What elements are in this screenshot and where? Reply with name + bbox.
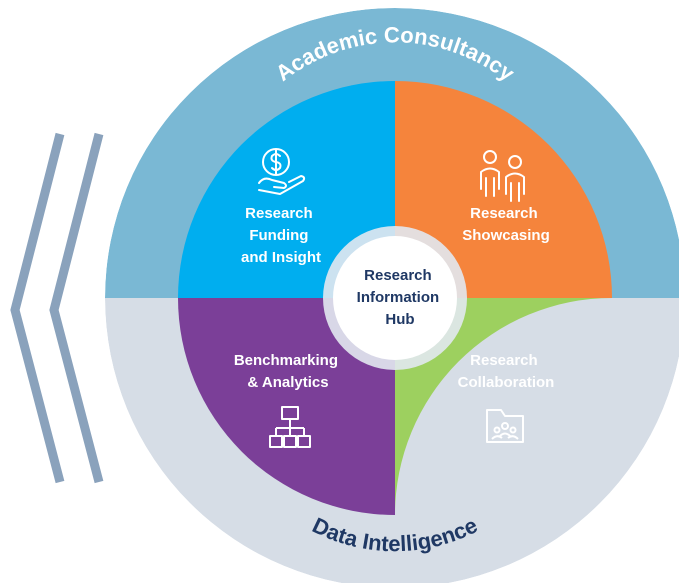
funding-label: Research Funding and Insight bbox=[241, 205, 321, 266]
folder-team-icon bbox=[486, 409, 524, 443]
hub-circle[interactable] bbox=[333, 236, 457, 360]
quadrant-research-collaboration[interactable] bbox=[395, 298, 612, 515]
chevron-left-icon bbox=[10, 132, 104, 484]
hub-title: Research Information Hub bbox=[357, 267, 444, 328]
benchmarking-label: Benchmarking & Analytics bbox=[234, 352, 342, 391]
showcasing-label: Research Showcasing bbox=[462, 205, 550, 244]
people-icon bbox=[480, 150, 525, 202]
money-hand-icon bbox=[258, 148, 306, 195]
org-chart-icon bbox=[269, 406, 311, 448]
quadrant-research-showcasing[interactable] bbox=[395, 81, 612, 298]
collaboration-label: Research Collaboration bbox=[458, 352, 555, 391]
